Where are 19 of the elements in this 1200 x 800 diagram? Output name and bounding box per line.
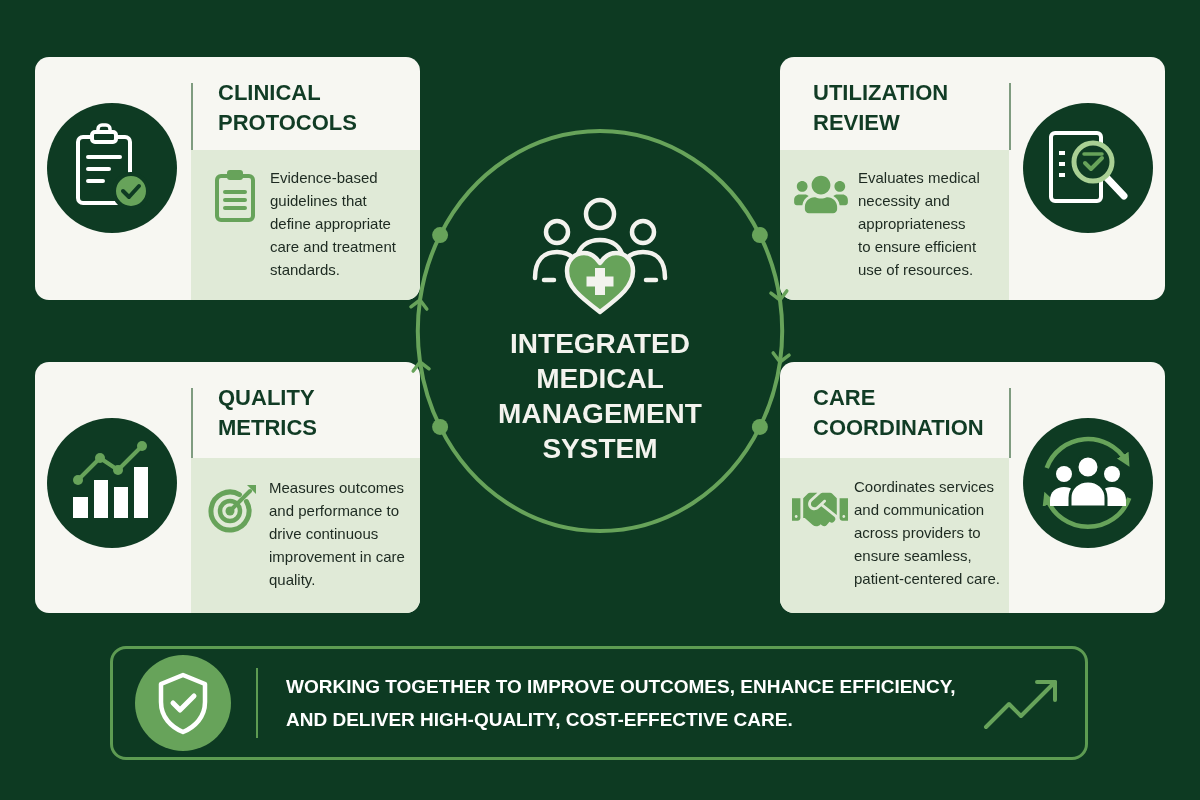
info-card [780,57,1165,300]
description-text: Evidence-based guidelines that define appropriate care and treatment standards. [270,168,397,280]
cycle-arrow [418,129,789,302]
info-card [35,57,420,300]
cycle-arrow [409,298,429,364]
card-heading: CLINICAL PROTOCOLS [218,79,358,137]
info-card [780,362,1165,613]
description-text: Evaluates medical necessity and appropriateness to ensure efficient use of resources. [858,168,981,280]
description-text: Coordinates services and communication across providers to ensure seamless, patient-centered care. [854,477,1001,589]
cycle-arrow [411,360,782,533]
card-heading: UTILIZATION REVIEW [813,79,950,137]
card-heading: QUALITY METRICS [218,384,318,442]
info-card [35,362,420,613]
hub-title: INTEGRATED MEDICAL MANAGEMENT SYSTEM [497,327,703,466]
description-text: Measures outcomes and performance to drive continuous improvement in care quality. [269,478,406,590]
card-heading: CARE COORDINATION [813,384,985,442]
banner-text: WORKING TOGETHER TO IMPROVE OUTCOMES, ENHANCE EFFICIENCY, AND DELIVER HIGH-QUALITY, COST-EFFECTIVE CARE. [286,675,957,732]
banner-box [110,646,1088,760]
cycle-arrow [771,298,791,364]
